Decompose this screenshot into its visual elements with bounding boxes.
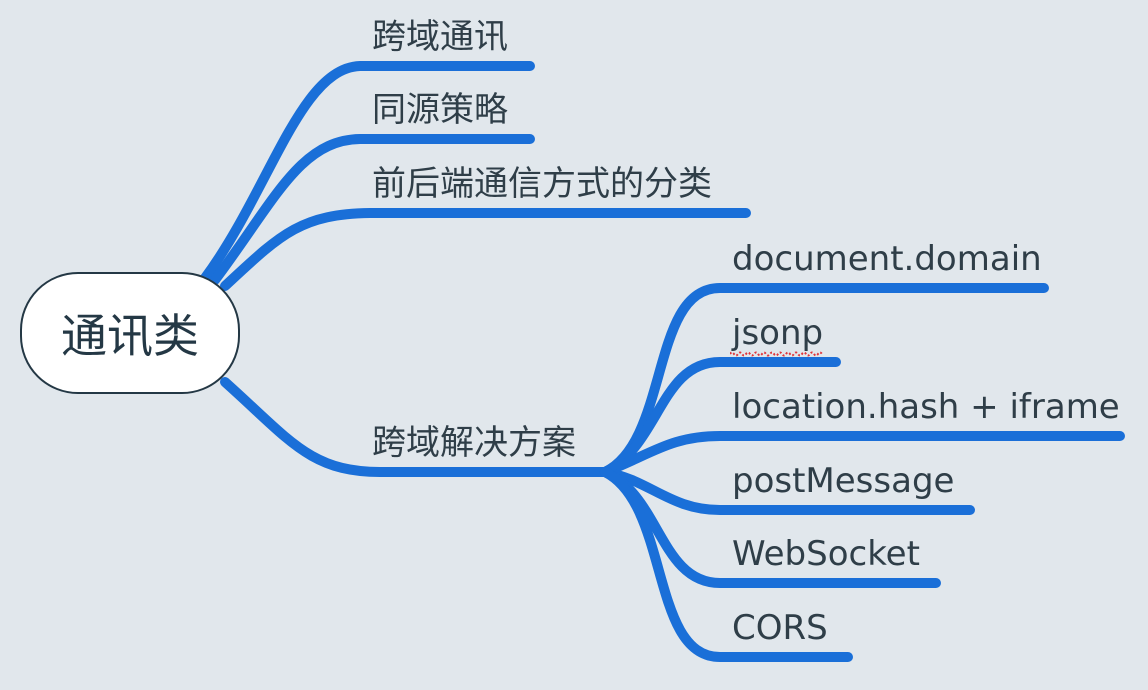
subbranch-label-document-domain[interactable]: document.domain xyxy=(732,239,1042,279)
connector-kuayu-jiejue xyxy=(220,377,610,477)
spellcheck-underline xyxy=(730,351,823,357)
branch-label-qianhouduan[interactable]: 前后端通信方式的分类 xyxy=(372,164,712,204)
subbranch-label-websocket[interactable]: WebSocket xyxy=(732,534,920,574)
subbranch-label-cors[interactable]: CORS xyxy=(732,608,828,648)
subbranch-label-jsonp[interactable]: jsonp xyxy=(732,313,824,353)
branch-label-kuayu-jiejue[interactable]: 跨域解决方案 xyxy=(372,423,576,463)
branch-label-tongyuan-celue[interactable]: 同源策略 xyxy=(372,90,508,130)
connector-cors xyxy=(600,467,853,662)
branch-label-kuayu-tongxun[interactable]: 跨域通讯 xyxy=(372,17,508,57)
root-node[interactable]: 通讯类 xyxy=(20,272,240,394)
subbranch-label-postmessage[interactable]: postMessage xyxy=(732,461,955,501)
connector-location-hash xyxy=(600,431,1125,477)
subbranch-label-location-hash[interactable]: location.hash + iframe xyxy=(732,387,1120,427)
connector-kuayu-tongxun xyxy=(200,61,535,283)
connector-qianhouduan xyxy=(220,208,751,291)
root-node-label: 通讯类 xyxy=(61,309,199,363)
connector-tongyuan-celue xyxy=(210,134,535,285)
